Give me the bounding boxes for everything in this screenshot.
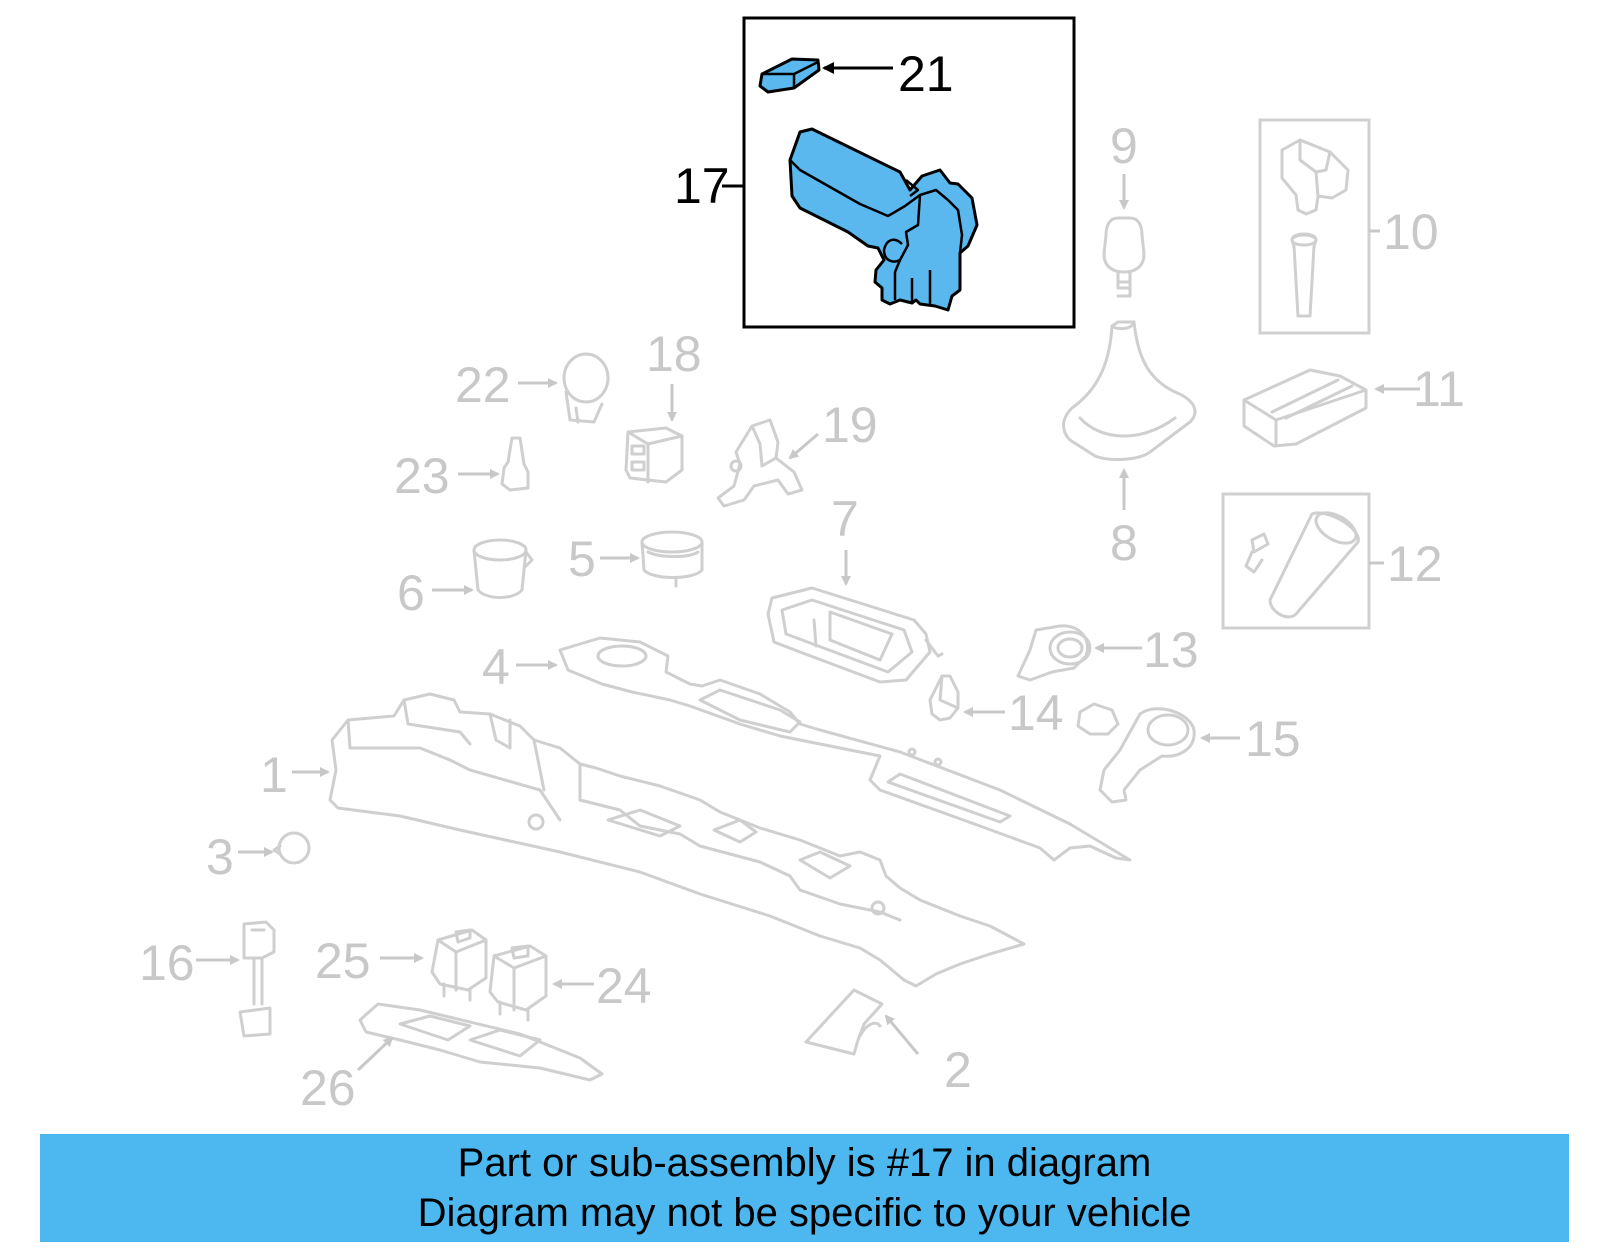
callout-6: 6: [397, 565, 425, 621]
callout-26: 26: [300, 1060, 356, 1116]
callout-15: 15: [1245, 711, 1301, 767]
callout-23: 23: [394, 448, 450, 504]
part-24[interactable]: [488, 944, 548, 1022]
part-18[interactable]: [624, 426, 684, 484]
callout-12: 12: [1387, 536, 1443, 592]
part-21-highlighted[interactable]: [758, 57, 821, 94]
part-10[interactable]: [1258, 118, 1371, 335]
part-15[interactable]: [1076, 702, 1196, 804]
part-11[interactable]: [1242, 368, 1368, 448]
part-14[interactable]: [928, 674, 960, 722]
callout-16: 16: [139, 935, 195, 991]
part-6[interactable]: [472, 538, 534, 599]
callout-4: 4: [482, 639, 510, 695]
part-9[interactable]: [1102, 216, 1146, 298]
part-4[interactable]: [558, 636, 1132, 862]
callout-9: 9: [1110, 118, 1138, 174]
part-26[interactable]: [358, 1002, 604, 1082]
part-19[interactable]: [716, 418, 804, 508]
part-5[interactable]: [640, 530, 704, 588]
part-2[interactable]: [804, 988, 884, 1056]
part-8[interactable]: [1062, 320, 1197, 461]
part-23[interactable]: [500, 436, 530, 492]
callout-11: 11: [1413, 361, 1465, 417]
banner-line-2: Diagram may not be specific to your vehi…: [417, 1191, 1192, 1235]
part-13[interactable]: [1016, 624, 1092, 682]
part-3[interactable]: [272, 831, 311, 865]
part-22[interactable]: [562, 352, 610, 424]
callout-10: 10: [1383, 204, 1439, 260]
info-banner: Part or sub-assembly is #17 in diagram D…: [40, 1134, 1569, 1242]
callout-2: 2: [944, 1042, 972, 1098]
callout-19: 19: [822, 397, 878, 453]
callout-18: 18: [646, 326, 702, 382]
callout-3: 3: [206, 829, 234, 885]
callout-13: 13: [1143, 622, 1199, 678]
callout-7: 7: [831, 491, 859, 547]
callout-24: 24: [596, 958, 652, 1014]
part-12[interactable]: [1221, 492, 1371, 630]
callout-21: 21: [898, 46, 954, 102]
callout-14: 14: [1008, 685, 1064, 741]
callout-8: 8: [1110, 515, 1138, 571]
part-1[interactable]: [328, 692, 1026, 988]
callout-25: 25: [315, 933, 371, 989]
callout-5: 5: [568, 531, 596, 587]
callout-17: 17: [674, 158, 730, 214]
banner-line-1: Part or sub-assembly is #17 in diagram: [457, 1141, 1152, 1185]
part-25[interactable]: [430, 928, 488, 1002]
callout-22: 22: [455, 357, 511, 413]
part-16[interactable]: [238, 920, 276, 1038]
part-17-highlighted[interactable]: [788, 127, 979, 312]
callout-1: 1: [260, 747, 288, 803]
part-7[interactable]: [766, 586, 944, 684]
